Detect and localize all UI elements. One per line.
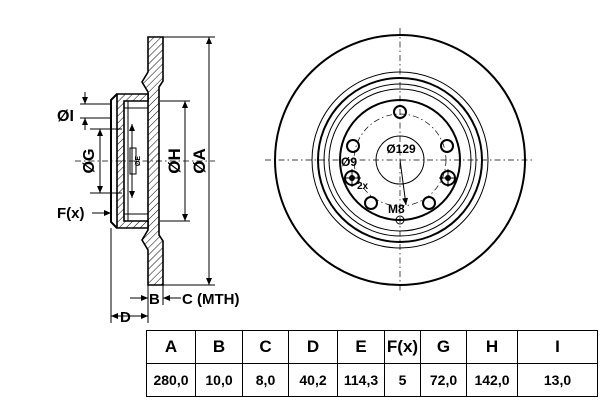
hub-hat-section: [116, 93, 149, 229]
front-view: Ø129 Ø9 2x M8: [265, 28, 535, 292]
label-dim-i: ØI: [57, 108, 74, 125]
label-hole-dia: Ø9: [341, 155, 357, 169]
label-dim-g: ØG: [81, 149, 98, 174]
label-thread: M8: [388, 202, 405, 216]
table-value-cell: 8,0: [242, 363, 289, 397]
bolt-hole: [364, 196, 378, 210]
bolt-hole: [346, 139, 360, 153]
bolt-hole: [393, 105, 407, 119]
table-header-cell: C: [242, 330, 289, 364]
label-dim-d: D: [120, 309, 131, 326]
bolt-hole: [422, 196, 436, 210]
table-header-cell: G: [420, 330, 467, 364]
table-value-cell: 142,0: [466, 363, 518, 397]
label-dim-b: B: [149, 291, 160, 308]
table-value-cell: 10,0: [195, 363, 243, 397]
table-value-row: 280,0 10,0 8,0 40,2 114,3 5 72,0 142,0 1…: [146, 363, 598, 397]
table-value-cell: 13,0: [517, 363, 598, 397]
label-hole-count: 2x: [357, 181, 369, 192]
table-header-cell: B: [195, 330, 243, 364]
table-value-cell: 40,2: [288, 363, 338, 397]
table-value-cell: 280,0: [146, 363, 196, 397]
table-header-row: A B C D E F(x) G H I: [146, 330, 598, 364]
table-header-cell: D: [288, 330, 338, 364]
locating-holes: [343, 169, 457, 187]
table-header-cell: E: [337, 330, 385, 364]
thread-hole: [395, 215, 405, 225]
table-header-cell: A: [146, 330, 196, 364]
dimension-table: A B C D E F(x) G H I 280,0 10,0 8,0 40,2…: [146, 330, 598, 397]
label-bolt-circle: Ø129: [386, 142, 416, 156]
bolt-holes: [346, 105, 454, 210]
table-value-cell: 114,3: [337, 363, 385, 397]
label-dim-f: F(x): [57, 205, 85, 222]
table-value-cell: 72,0: [420, 363, 467, 397]
bolt-hole: [440, 139, 454, 153]
side-section-view: ØI ØG ØE ØH ØA F(x) B C (MTH) D: [57, 36, 239, 326]
label-dim-a: ØA: [190, 148, 209, 174]
label-dim-c: C (MTH): [182, 291, 239, 308]
label-dim-e: ØE: [135, 156, 142, 166]
table-header-cell: I: [517, 330, 598, 364]
table-value-cell: 5: [384, 363, 421, 397]
table-header-cell: H: [466, 330, 518, 364]
table-header-cell: F(x): [384, 330, 421, 364]
label-dim-h: ØH: [165, 148, 184, 174]
